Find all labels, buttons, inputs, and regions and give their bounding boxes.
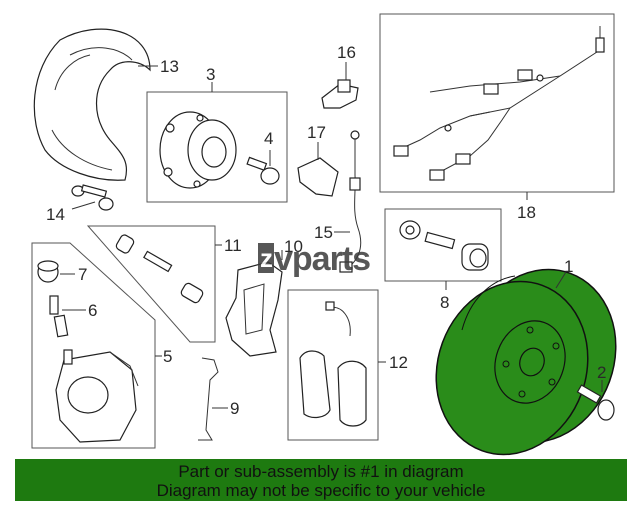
callout-16: 16 bbox=[337, 43, 356, 62]
callout-17: 17 bbox=[307, 123, 326, 142]
wheel-hub-part-3[interactable] bbox=[159, 111, 237, 189]
brake-pad-group-box-12 bbox=[287, 289, 379, 441]
callout-5: 5 bbox=[163, 347, 172, 366]
callout-11: 11 bbox=[224, 236, 242, 255]
watermark-logo: zvparts bbox=[258, 240, 371, 278]
callout-2: 2 bbox=[597, 363, 606, 382]
footer-banner: Part or sub-assembly is #1 in diagram Di… bbox=[15, 459, 627, 501]
brake-hose-part-15[interactable] bbox=[334, 130, 362, 273]
guide-pin-group-box-11 bbox=[86, 225, 216, 343]
callout-3: 3 bbox=[206, 65, 215, 84]
bleeder-valve-part-6[interactable] bbox=[49, 295, 86, 338]
callout-8: 8 bbox=[440, 293, 449, 312]
brake-rotor-part-1[interactable] bbox=[412, 248, 639, 476]
bolt-part-14[interactable] bbox=[71, 184, 114, 211]
guide-pin-kit-part-11[interactable] bbox=[115, 234, 204, 304]
hub-group-box-3 bbox=[146, 91, 288, 203]
brake-pads-part-12[interactable] bbox=[299, 301, 367, 427]
anti-rattle-clip-part-9[interactable] bbox=[198, 357, 228, 441]
caliper-bracket-part-10[interactable] bbox=[225, 261, 283, 357]
callout-10: 10 bbox=[284, 237, 303, 256]
callout-15: 15 bbox=[314, 223, 333, 242]
callout-12: 12 bbox=[389, 353, 408, 372]
callout-18: 18 bbox=[517, 203, 536, 222]
rotor-screw-part-2[interactable] bbox=[576, 380, 615, 421]
callout-13: 13 bbox=[160, 57, 179, 76]
splash-shield-part-13[interactable] bbox=[33, 28, 158, 181]
footer-line-2: Diagram may not be specific to your vehi… bbox=[156, 481, 486, 500]
callout-14: 14 bbox=[46, 205, 65, 224]
callout-1: 1 bbox=[564, 257, 573, 276]
wiring-harness-part-18[interactable] bbox=[393, 26, 605, 181]
brake-caliper-part-5[interactable] bbox=[55, 349, 139, 443]
hub-bolt-part-4[interactable] bbox=[246, 150, 280, 185]
hardware-kit-part-8[interactable] bbox=[399, 220, 489, 271]
piston-boot-part-7[interactable] bbox=[37, 260, 75, 283]
callout-6: 6 bbox=[88, 301, 97, 320]
clip-part-17[interactable] bbox=[297, 142, 339, 197]
callout-7: 7 bbox=[78, 265, 87, 284]
hardware-group-box-8 bbox=[384, 208, 502, 282]
wiring-group-box-18 bbox=[379, 13, 615, 193]
footer-line-1: Part or sub-assembly is #1 in diagram bbox=[178, 462, 464, 481]
callout-4: 4 bbox=[264, 129, 273, 148]
bracket-part-16[interactable] bbox=[321, 62, 359, 109]
callout-9: 9 bbox=[230, 399, 239, 418]
caliper-group-box-5 bbox=[31, 242, 156, 449]
